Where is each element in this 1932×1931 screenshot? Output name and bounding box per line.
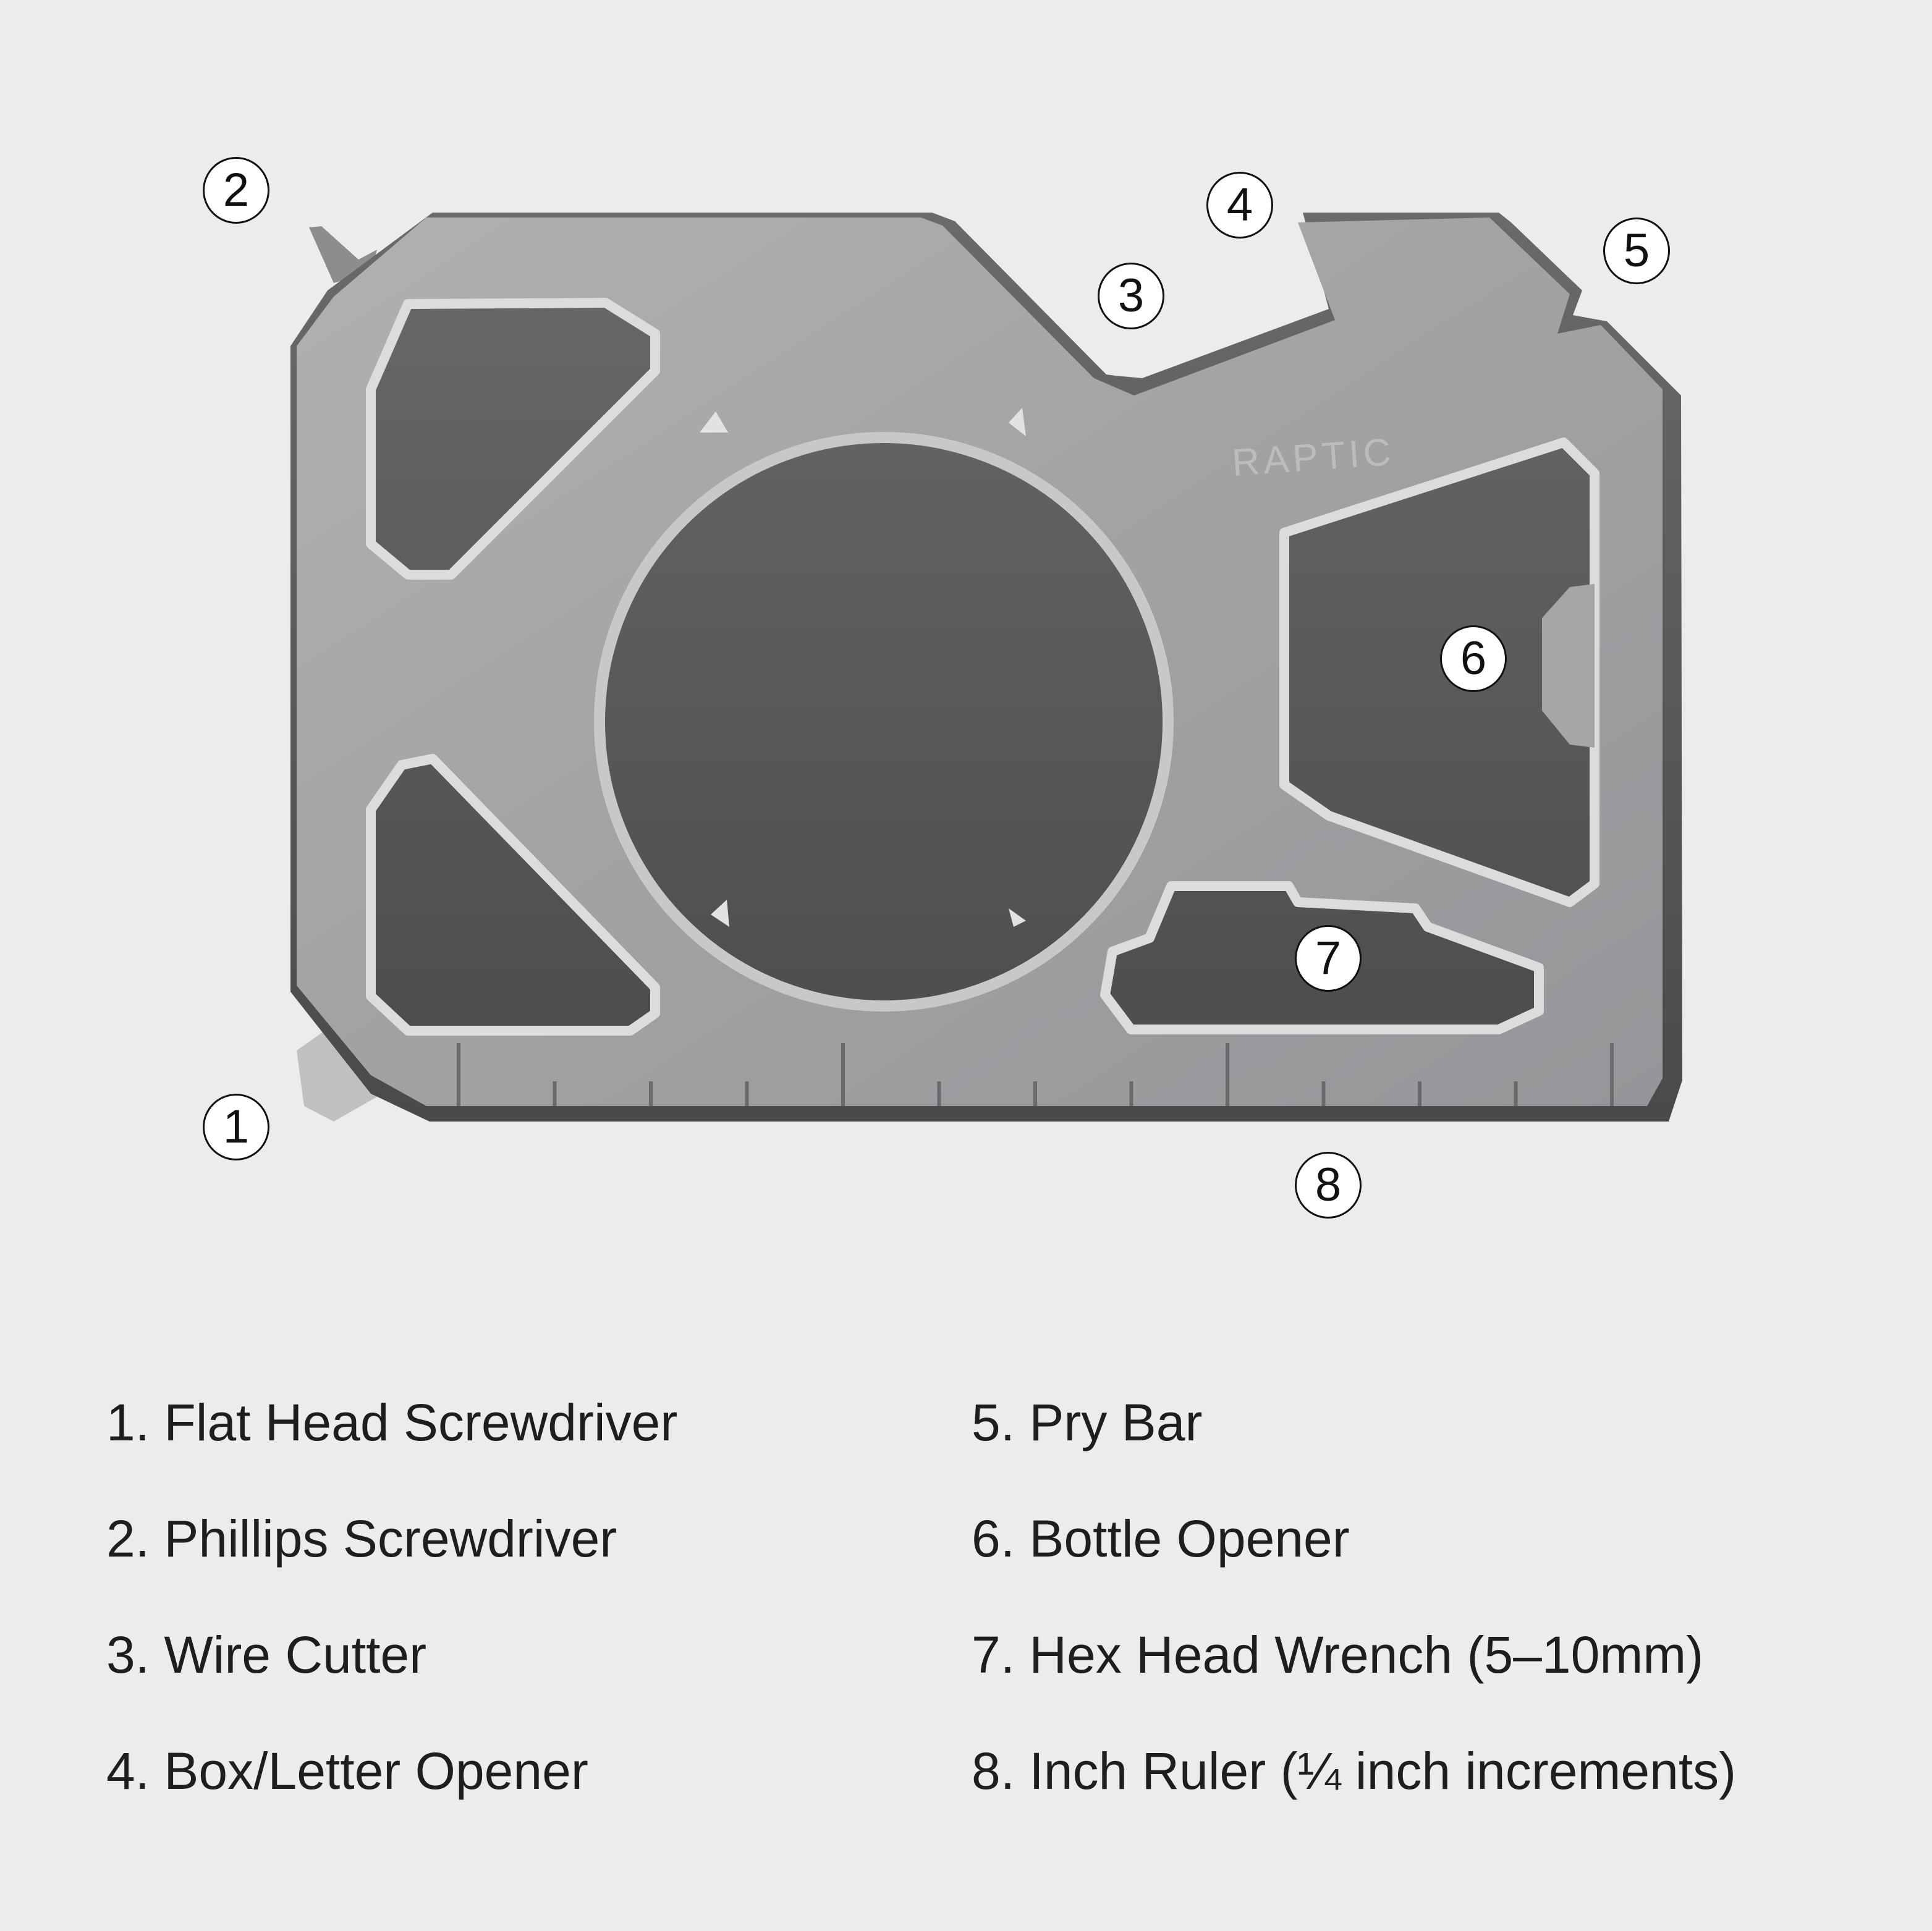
callout-8: 8 [1295, 1152, 1362, 1219]
callout-4: 4 [1206, 172, 1273, 239]
multitool-diagram: RAPTIC [290, 213, 1682, 1122]
legend-item-4: 4. Box/Letter Opener [106, 1742, 588, 1800]
callout-7: 7 [1295, 925, 1362, 992]
callout-5: 5 [1603, 218, 1670, 284]
legend-item-1: 1. Flat Head Screwdriver [106, 1393, 678, 1451]
legend-item-7: 7. Hex Head Wrench (5–10mm) [972, 1626, 1704, 1684]
legend-item-6: 6. Bottle Opener [972, 1510, 1350, 1568]
legend-item-8: 8. Inch Ruler (¼ inch increments) [972, 1742, 1737, 1800]
legend-right-column: 5. Pry Bar 6. Bottle Opener 7. Hex Head … [972, 1393, 1736, 1858]
legend-item-5: 5. Pry Bar [972, 1393, 1203, 1451]
tool-card-body [297, 218, 1663, 1106]
callout-1: 1 [203, 1094, 269, 1160]
legend-left-column: 1. Flat Head Screwdriver 2. Phillips Scr… [106, 1393, 677, 1858]
flat-head-screwdriver-tip [297, 1029, 396, 1122]
callout-2: 2 [203, 157, 269, 224]
legend-item-3: 3. Wire Cutter [106, 1626, 427, 1684]
hole-highlights [366, 298, 1599, 1036]
ruler-ticks [457, 1043, 1614, 1106]
wrench-notches [700, 408, 1026, 927]
callout-6: 6 [1440, 625, 1507, 692]
bottle-opener-tab [1542, 584, 1595, 748]
callout-3: 3 [1098, 263, 1164, 329]
wrench-ring-inner-edge [594, 432, 1174, 1012]
legend-item-2: 2. Phillips Screwdriver [106, 1510, 617, 1568]
